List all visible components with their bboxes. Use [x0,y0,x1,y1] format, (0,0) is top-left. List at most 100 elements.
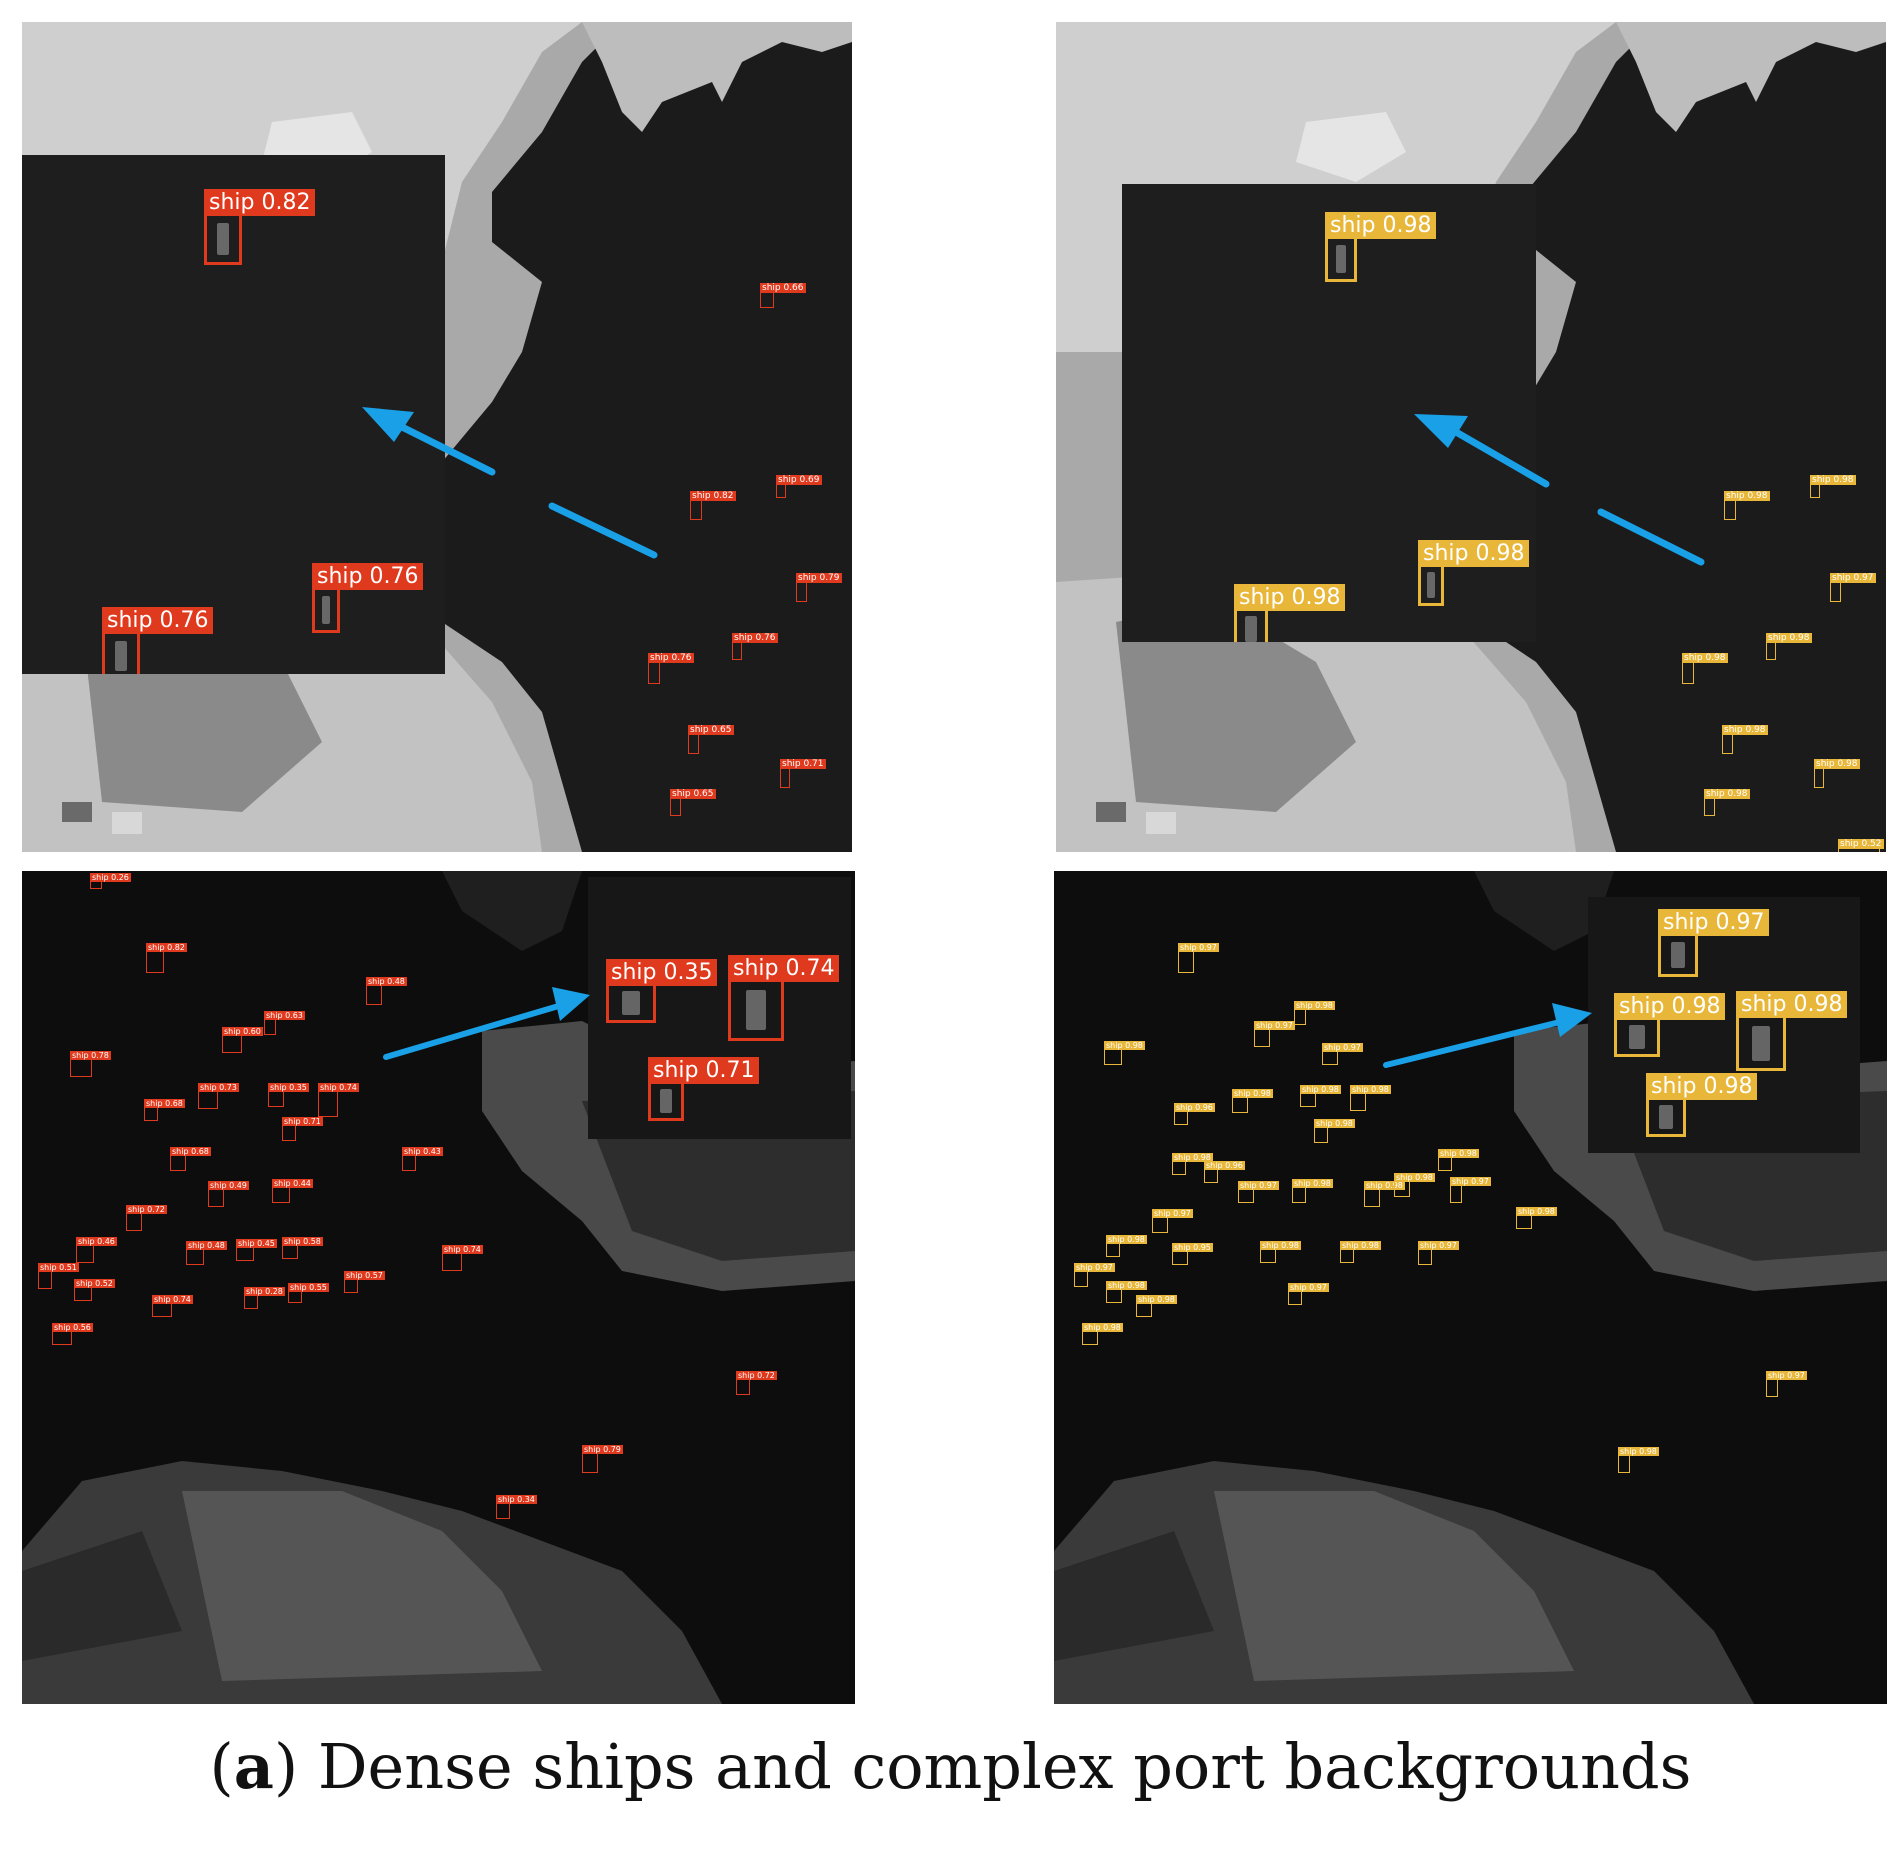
detection-label: ship 0.52 [74,1278,115,1288]
panel-bottom-left: ship 0.35 ship 0.74 ship 0.71 ship 0.26 … [22,871,855,1704]
detection-box: ship 0.71 [780,758,826,788]
detection-label: ship 0.97 [1254,1020,1295,1030]
detection-label: ship 0.98 [1292,1178,1333,1188]
detection-box: ship 0.69 [776,474,822,498]
detection-label: ship 0.72 [736,1370,777,1380]
detection-label: ship 0.79 [796,572,842,583]
detection-label: ship 0.45 [236,1238,277,1248]
detection-box: ship 0.98 [1106,1280,1147,1303]
caption-open-paren: ( [209,1730,234,1803]
detection-label: ship 0.98 [1704,788,1750,799]
detection-label: ship 0.76 [732,632,778,643]
detection-label: ship 0.98 [1136,1294,1177,1304]
detection-box: ship 0.60 [222,1026,263,1053]
detection-box: ship 0.98 [1516,1206,1557,1229]
detection-box: ship 0.76 [732,632,778,660]
detection-label: ship 0.46 [76,1236,117,1246]
detection-label: ship 0.98 [1082,1322,1123,1332]
detection-box: ship 0.56 [52,1322,93,1345]
detection-label: ship 0.98 [1394,1172,1435,1182]
detection-label: ship 0.74 [442,1244,483,1254]
detection-box: ship 0.98 [1340,1240,1381,1263]
detection-label: ship 0.98 [1766,632,1812,643]
detection-label: ship 0.98 [1106,1234,1147,1244]
detection-label: ship 0.98 [1104,1040,1145,1050]
detection-label: ship 0.98 [1350,1084,1391,1094]
detection-box: ship 0.98 [1350,1084,1391,1111]
detection-box: ship 0.79 [582,1444,623,1473]
detection-label: ship 0.57 [344,1270,385,1280]
detection-box: ship 0.98 [1618,1446,1659,1473]
detection-label: ship 0.63 [264,1010,305,1020]
detection-box: ship 0.76 [102,606,214,674]
detection-label: ship 0.98 [1614,992,1726,1020]
detection-label: ship 0.98 [1722,724,1768,735]
detection-label: ship 0.69 [776,474,822,485]
detection-label: ship 0.66 [760,282,806,293]
detection-label: ship 0.73 [198,1082,239,1092]
detection-label: ship 0.98 [1736,990,1848,1018]
detection-label: ship 0.98 [1260,1240,1301,1250]
detection-box: ship 0.98 [1364,1180,1405,1207]
detection-label: ship 0.52 [1838,838,1884,849]
detection-label: ship 0.95 [1172,1242,1213,1252]
detection-box: ship 0.74 [152,1294,193,1317]
detection-box: ship 0.97 [1238,1180,1279,1203]
detection-label: ship 0.48 [366,976,407,986]
detection-box: ship 0.52 [1838,838,1884,852]
detection-box: ship 0.98 [1232,1088,1273,1113]
detection-label: ship 0.58 [282,1236,323,1246]
detection-box: ship 0.98 [1104,1040,1145,1065]
detection-label: ship 0.82 [204,188,316,216]
detection-box: ship 0.98 [1260,1240,1301,1263]
detection-label: ship 0.97 [1450,1176,1491,1186]
detection-box: ship 0.98 [1082,1322,1123,1345]
detection-box: ship 0.98 [1314,1118,1355,1143]
detection-label: ship 0.98 [1646,1072,1758,1100]
detection-box: ship 0.97 [1830,572,1876,602]
detection-label: ship 0.97 [1766,1370,1807,1380]
zoom-inset: ship 0.82 ship 0.76 ship 0.76 [22,155,445,674]
figure-caption: (a) Dense ships and complex port backgro… [0,1730,1901,1803]
detection-label: ship 0.56 [52,1322,93,1332]
detection-box: ship 0.76 [312,562,424,633]
detection-box: ship 0.98 [1438,1148,1479,1171]
detection-box: ship 0.98 [1722,724,1768,754]
detection-label: ship 0.98 [1618,1446,1659,1456]
detection-box: ship 0.71 [282,1116,323,1141]
detection-box: ship 0.76 [648,652,694,684]
detection-box: ship 0.71 [648,1056,760,1121]
detection-label: ship 0.97 [1322,1042,1363,1052]
detection-box: ship 0.98 [1814,758,1860,788]
detection-box: ship 0.82 [146,942,187,973]
detection-label: ship 0.98 [1724,490,1770,501]
detection-label: ship 0.97 [1288,1282,1329,1292]
detection-box: ship 0.63 [264,1010,305,1035]
detection-box: ship 0.98 [1292,1178,1333,1203]
detection-label: ship 0.98 [1172,1152,1213,1162]
detection-box: ship 0.34 [496,1494,537,1519]
detection-label: ship 0.35 [606,958,718,986]
detection-box: ship 0.28 [244,1286,285,1309]
detection-box: ship 0.79 [796,572,842,602]
detection-box: ship 0.35 [268,1082,309,1107]
detection-box: ship 0.65 [670,788,716,816]
detection-box: ship 0.96 [1204,1160,1245,1183]
detection-box: ship 0.98 [1106,1234,1147,1257]
detection-label: ship 0.26 [90,872,131,882]
detection-label: ship 0.98 [1810,474,1856,485]
detection-label: ship 0.98 [1314,1118,1355,1128]
detection-box: ship 0.98 [1766,632,1812,660]
detection-label: ship 0.97 [1830,572,1876,583]
detection-box: ship 0.97 [1766,1370,1807,1397]
detection-box: ship 0.95 [1172,1242,1213,1265]
detection-box: ship 0.98 [1682,652,1728,684]
detection-box: ship 0.72 [736,1370,777,1395]
detection-box: ship 0.98 [1136,1294,1177,1317]
detection-box: ship 0.98 [1810,474,1856,498]
caption-letter: a [233,1730,274,1803]
detection-box: ship 0.26 [90,872,131,889]
detection-box: ship 0.78 [70,1050,111,1077]
detection-box: ship 0.96 [1174,1102,1215,1125]
detection-label: ship 0.74 [728,954,840,982]
